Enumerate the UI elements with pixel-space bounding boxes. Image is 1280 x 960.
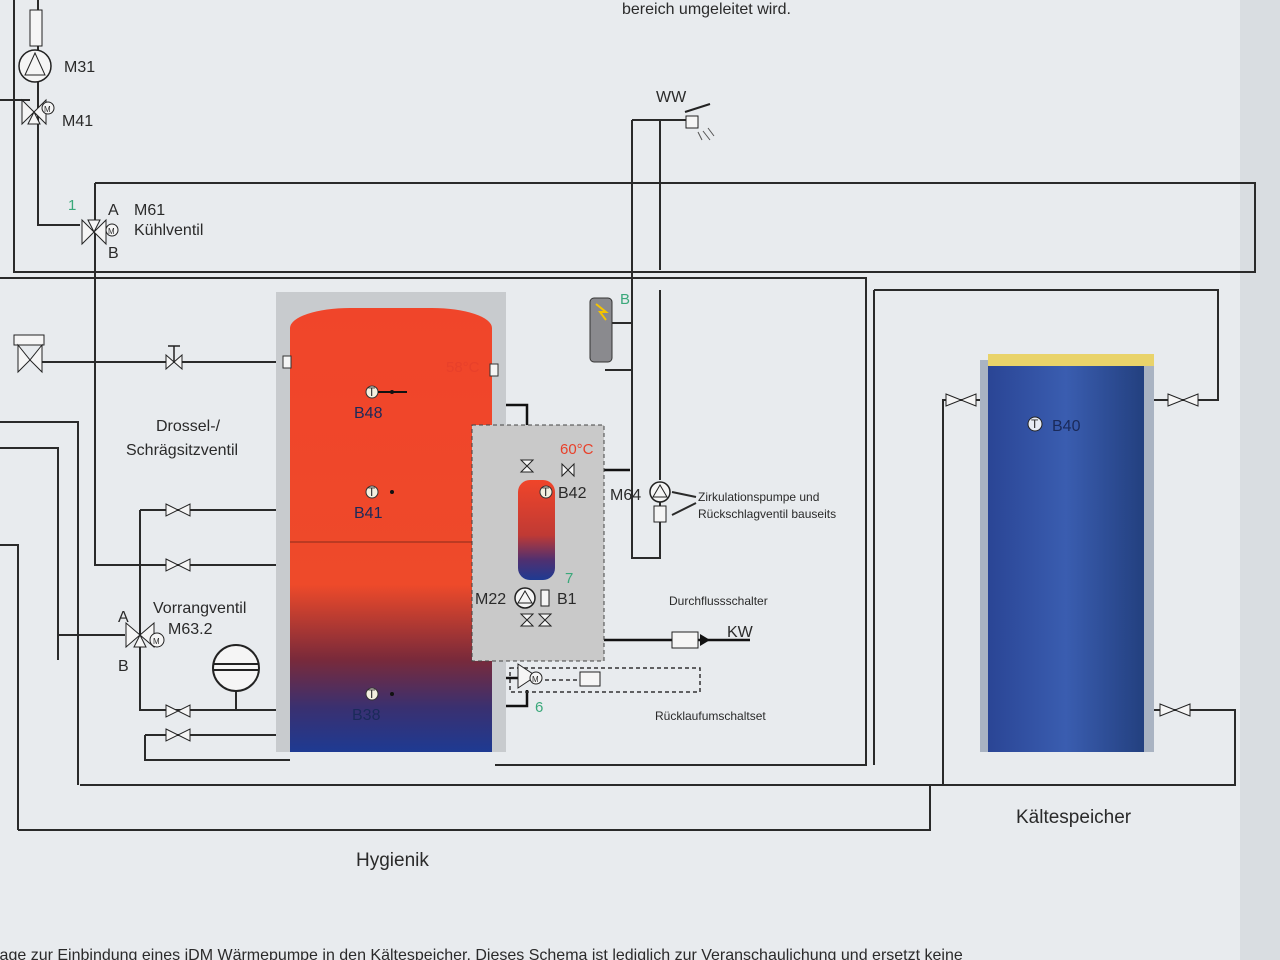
label-7: 7 <box>565 570 573 587</box>
label-b42: B42 <box>558 485 587 502</box>
valve-bottom-1-icon <box>165 704 191 718</box>
svg-text:M: M <box>153 637 160 646</box>
label-b38: B38 <box>352 707 381 724</box>
pump-m64-icon <box>649 481 671 523</box>
label-b48: B48 <box>354 405 383 422</box>
svg-text:T: T <box>368 385 376 399</box>
flow-sensor-b1-icon <box>540 589 550 607</box>
drossel-valve-icon <box>165 345 183 371</box>
pipe-ruecklauf-dashed <box>509 667 701 693</box>
sensor-b40: T <box>1027 416 1043 432</box>
expansion-vessel-icon <box>212 644 260 692</box>
top-caption: bereich umgeleitet wird. <box>622 1 791 18</box>
label-port-b2: B <box>118 658 129 675</box>
label-b-green: B <box>620 291 630 308</box>
hygienik-tank-body <box>290 380 492 752</box>
label-zirk-1: Zirkulationspumpe und <box>698 490 819 504</box>
svg-text:T: T <box>542 485 550 499</box>
ww-tap-icon <box>684 103 715 141</box>
kw-arrow-icon <box>700 634 710 646</box>
valve-m632-icon: M <box>125 621 165 649</box>
pipe-to-m632 <box>57 634 125 660</box>
sensor-b42: T <box>539 485 553 499</box>
label-ruecklauf: Rücklaufumschaltset <box>655 709 766 723</box>
svg-text:M: M <box>108 227 115 236</box>
label-m22: M22 <box>475 591 506 608</box>
svg-text:M: M <box>44 105 51 114</box>
station-valve-top-icon <box>519 459 535 473</box>
safety-valve-icon <box>13 334 45 374</box>
label-durchfluss: Durchflussschalter <box>669 594 768 608</box>
svg-text:T: T <box>368 485 376 499</box>
valve-bottom-2-icon <box>165 728 191 742</box>
label-1: 1 <box>68 197 76 214</box>
label-port-a1: A <box>108 202 119 219</box>
zirk-leader-lines <box>671 491 697 516</box>
label-b1: B1 <box>557 591 577 608</box>
tank-port-right <box>489 363 499 377</box>
svg-text:M: M <box>532 675 539 684</box>
label-m41: M41 <box>62 113 93 130</box>
kaelte-tank <box>988 366 1144 752</box>
label-kw: KW <box>727 624 754 641</box>
label-m61: M61 <box>134 202 165 219</box>
sensor-b38: T <box>365 687 394 701</box>
pipe-hyg-loop <box>0 277 867 766</box>
valve-mid-icon <box>165 558 191 572</box>
kaelte-valve-right-icon <box>1167 393 1199 407</box>
kaelte-lid <box>988 354 1154 366</box>
pipe-left-2 <box>0 447 59 660</box>
tank-port-left <box>282 355 292 369</box>
label-port-b1: B <box>108 245 119 262</box>
thermostatic-mixer-icon <box>589 297 613 363</box>
flow-switch-icon <box>671 631 699 649</box>
valve-m61-icon: M <box>81 218 119 246</box>
mixing-valve-6-icon: M <box>517 663 543 689</box>
label-ww: WW <box>656 89 687 106</box>
pipe-bottom-return <box>18 785 931 831</box>
station-valve-b42-icon <box>561 462 575 478</box>
svg-text:T: T <box>1031 417 1039 431</box>
sensor-b41: T <box>365 485 394 499</box>
pipe-left-1 <box>0 421 79 785</box>
ruecklauf-controller-icon <box>579 671 601 687</box>
kaelte-valve-left-icon <box>945 393 977 407</box>
label-m632: M63.2 <box>168 621 213 638</box>
pipe-m61-down <box>94 183 290 566</box>
pipe-left-bottom <box>0 544 19 830</box>
label-drossel-2: Schrägsitzventil <box>126 442 238 459</box>
label-b40: B40 <box>1052 418 1081 435</box>
label-zirk-2: Rückschlagventil bauseits <box>698 507 836 521</box>
pipe-top-horizontal <box>95 182 1256 205</box>
label-kaeltespeicher: Kältespeicher <box>1016 807 1132 828</box>
label-port-a2: A <box>118 609 129 626</box>
sensor-b48: T <box>365 385 407 399</box>
label-b41: B41 <box>354 505 383 522</box>
pump-m31-icon <box>18 9 52 83</box>
station-valve-right-icon <box>537 613 553 627</box>
valve-m41-icon: M <box>21 98 55 126</box>
svg-text:T: T <box>368 687 376 701</box>
label-hygienik: Hygienik <box>356 850 429 871</box>
label-6: 6 <box>535 699 543 716</box>
pump-m22-icon <box>514 587 536 609</box>
label-kuehlventil: Kühlventil <box>134 222 203 239</box>
label-m64: M64 <box>610 487 641 504</box>
pipe-m632-bottom <box>139 510 290 711</box>
station-heat-exchanger <box>518 480 555 580</box>
label-m31: M31 <box>64 59 95 76</box>
pipe-return-top <box>13 0 1256 273</box>
label-vorrangventil: Vorrangventil <box>153 600 246 617</box>
label-58c: 58°C <box>446 359 480 376</box>
kaelte-valve-bottom-icon <box>1159 703 1191 717</box>
valve-b41-icon <box>165 503 191 517</box>
label-drossel-1: Drossel-/ <box>156 418 221 435</box>
label-60c: 60°C <box>560 441 594 458</box>
bottom-caption: lage zur Einbindung eines iDM Wärmepumpe… <box>0 947 963 960</box>
station-valve-left-icon <box>519 613 535 627</box>
